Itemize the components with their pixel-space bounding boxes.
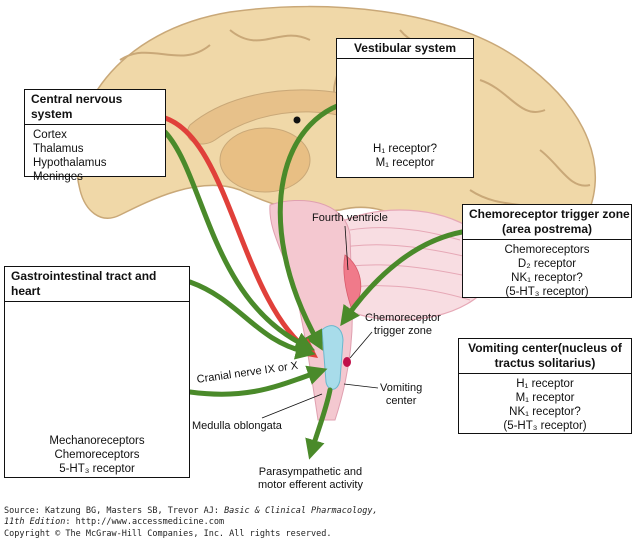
ctz-box-title-line-1: Chemoreceptor trigger zone	[469, 207, 630, 221]
fourth-ventricle-leader	[344, 225, 349, 271]
ctz-leader	[349, 331, 373, 359]
vestibular-receptor-1: H₁ receptor?	[373, 143, 437, 155]
ctz-receptor-3: NK₁ receptor?	[511, 272, 583, 284]
copyright-notice: Copyright © The McGraw-Hill Companies, I…	[4, 529, 332, 539]
vestibular-title: Vestibular system	[337, 39, 473, 59]
vestibular-pathway	[277, 97, 363, 351]
ctz-box-title: Chemoreceptor trigger zone (area postrem…	[463, 205, 631, 240]
ctz-receptor-1: Chemoreceptors	[504, 244, 590, 256]
vomiting-receptor-2: M₁ receptor	[515, 392, 575, 404]
cns-box: Central nervous system Cortex Thalamus H…	[24, 89, 166, 183]
gi-title: Gastrointestinal tract and heart	[5, 267, 189, 302]
vomiting-box-receptors: H₁ receptor M₁ receptor NK₁ receptor? (5…	[459, 374, 631, 436]
gi-receptor-1: Mechanoreceptors	[49, 435, 145, 447]
vomiting-box-title: Vomiting center(nucleus of tractus solit…	[459, 339, 631, 374]
efferent-label-line-2: motor efferent activity	[258, 479, 363, 491]
source-citation: Source: Katzung BG, Masters SB, Trevor A…	[4, 506, 378, 517]
gi-green-pathway	[187, 279, 316, 360]
vestibular-origin-dot	[293, 116, 301, 124]
vomiting-center-label: Vomiting center	[380, 382, 422, 408]
thalamus	[219, 127, 311, 193]
vestibular-receptor-2: M₁ receptor	[375, 157, 435, 169]
source-edition-line: 11th Edition: http://www.accessmedicine.…	[4, 517, 224, 528]
ctz-label-line-2: trigger zone	[373, 325, 432, 337]
cns-item-meninges: Meninges	[33, 171, 83, 183]
vomiting-receptor-1: H₁ receptor	[516, 378, 574, 390]
medulla-label: Medulla oblongata	[192, 420, 282, 432]
vomiting-center-leader	[343, 383, 379, 389]
gi-receptor-3: 5-HT₃ receptor	[59, 463, 135, 475]
cns-item-thalamus: Thalamus	[33, 143, 84, 155]
vomiting-box-title-line-1: Vomiting center(nucleus of	[468, 341, 622, 355]
fourth-ventricle-label: Fourth ventricle	[312, 212, 388, 224]
ctz-dot	[343, 357, 351, 367]
citation-book-title: Basic & Clinical Pharmacology,	[224, 506, 378, 516]
vomiting-center-box: Vomiting center(nucleus of tractus solit…	[458, 338, 632, 434]
vomiting-label-line-2: center	[385, 395, 417, 407]
efferent-output-label: Parasympathetic and motor efferent activ…	[258, 466, 363, 492]
ctz-box-title-line-2: (area postrema)	[501, 222, 593, 236]
gi-receptor-2: Chemoreceptors	[54, 449, 140, 461]
cns-item-hypothalamus: Hypothalamus	[33, 157, 107, 169]
citation-url: : http://www.accessmedicine.com	[65, 517, 225, 527]
ctz-label-line-1: Chemoreceptor	[365, 312, 441, 324]
cns-green-pathway	[162, 129, 316, 351]
cns-title: Central nervous system	[25, 90, 165, 125]
vestibular-box: Vestibular system H₁ receptor? M₁ recept…	[336, 38, 474, 178]
ctz-box-receptors: Chemoreceptors D₂ receptor NK₁ receptor?…	[463, 240, 631, 302]
ctz-label: Chemoreceptor trigger zone	[365, 312, 441, 338]
vomiting-box-title-line-2: tractus solitarius)	[494, 356, 596, 370]
vestibular-receptors: H₁ receptor? M₁ receptor	[337, 139, 473, 173]
vomiting-label-line-1: Vomiting	[380, 382, 423, 394]
medulla-leader	[261, 393, 323, 419]
citation-source-prefix: Source: Katzung BG, Masters SB, Trevor A…	[4, 506, 225, 516]
vomiting-receptor-3: NK₁ receptor?	[509, 406, 581, 418]
ctz-pathway	[340, 229, 465, 327]
efferent-label-line-1: Parasympathetic and	[258, 466, 363, 478]
gi-receptors: Mechanoreceptors Chemoreceptors 5-HT₃ re…	[5, 431, 189, 479]
ctz-box: Chemoreceptor trigger zone (area postrem…	[462, 204, 632, 298]
cns-list: Cortex Thalamus Hypothalamus Meninges	[25, 125, 165, 187]
efferent-pathway	[305, 387, 333, 460]
cns-item-cortex: Cortex	[33, 129, 67, 141]
citation-edition: 11th Edition	[4, 517, 66, 527]
ctz-receptor-4: (5-HT₃ receptor)	[505, 286, 589, 298]
ctz-receptor-2: D₂ receptor	[517, 258, 577, 270]
vomiting-receptor-4: (5-HT₃ receptor)	[503, 420, 587, 432]
cns-red-pathway	[162, 115, 319, 358]
gi-box: Gastrointestinal tract and heart Mechano…	[4, 266, 190, 478]
cranial-nerve-pathway	[187, 365, 328, 397]
